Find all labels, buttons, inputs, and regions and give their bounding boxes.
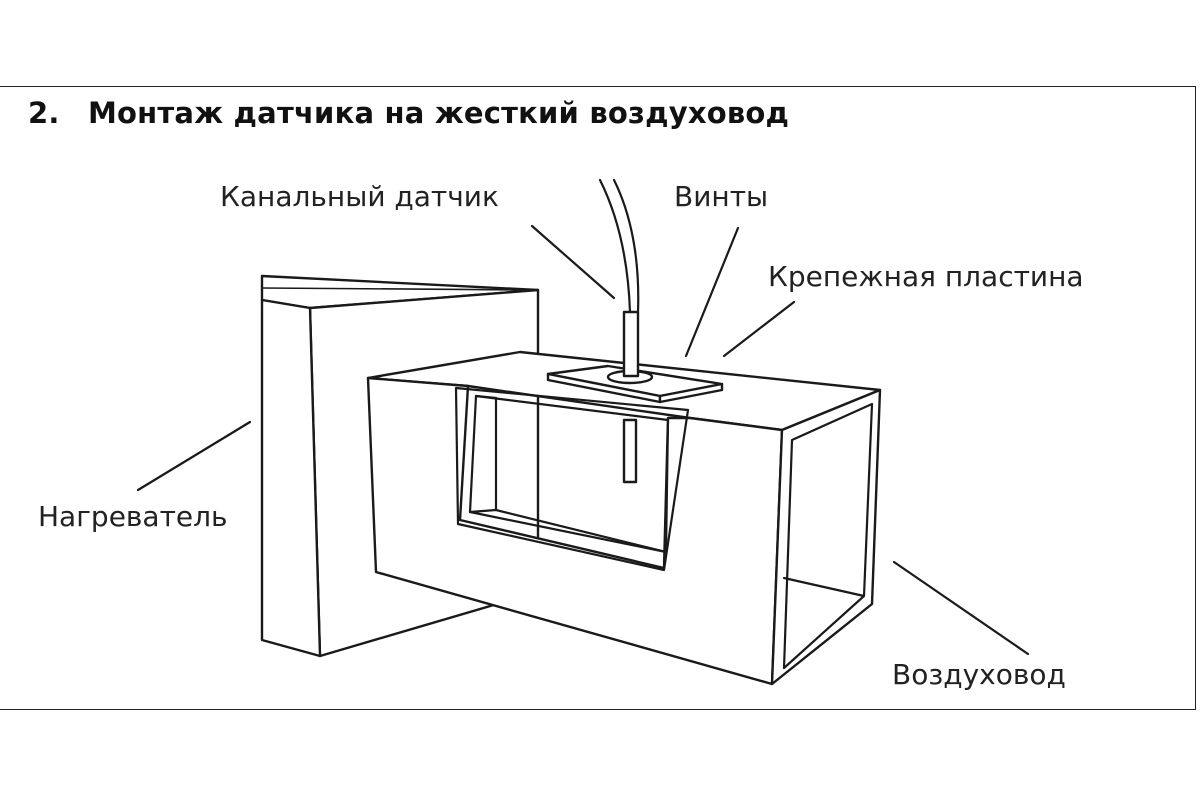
heading-text: Монтаж датчика на жесткий воздуховод	[88, 96, 790, 130]
label-heater: Нагреватель	[38, 500, 228, 533]
duct-body	[366, 350, 882, 686]
leader-air-duct	[892, 560, 1030, 656]
diagram-heading: 2. Монтаж датчика на жесткий воздуховод	[28, 96, 789, 130]
duct-cutout	[454, 386, 690, 572]
heater-side-face	[260, 298, 322, 658]
label-duct-sensor: Канальный датчик	[220, 180, 499, 213]
leader-duct-sensor	[530, 224, 616, 300]
duct-end-face	[770, 388, 882, 686]
sensor-body	[622, 310, 640, 378]
heading-number: 2.	[28, 96, 60, 130]
label-air-duct: Воздуховод	[892, 658, 1066, 691]
label-screws: Винты	[674, 180, 769, 213]
sensor-stem	[622, 418, 638, 484]
duct-front-face	[366, 376, 784, 686]
cutout-outer	[454, 386, 690, 572]
label-mounting-plate: Крепежная пластина	[768, 260, 1084, 293]
leader-heater	[136, 420, 252, 492]
leader-mounting-plate	[722, 300, 796, 358]
sensor-probe	[598, 178, 640, 484]
leader-screws	[684, 226, 740, 358]
sensor-cable	[598, 178, 632, 314]
